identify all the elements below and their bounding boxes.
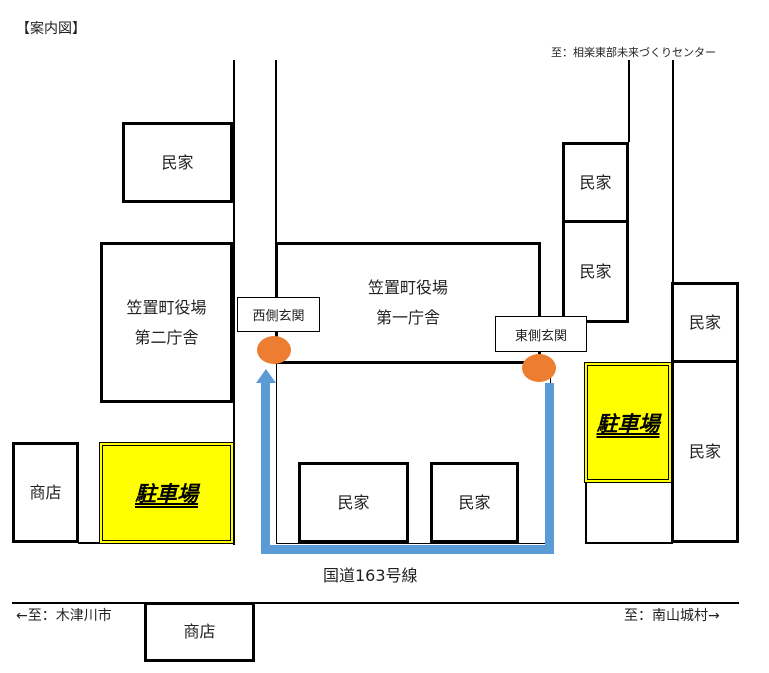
road-label: 国道163号線 [323, 566, 418, 585]
second-office-building: 笠置町役場第二庁舎 [100, 242, 233, 403]
direction-right-label: 至：南山城村→ [624, 608, 720, 624]
street-line [672, 60, 674, 282]
map-title: 【案内図】 [16, 21, 86, 37]
house-label: 民家 [688, 312, 721, 332]
street-line [585, 542, 673, 544]
shop-label: 商店 [29, 482, 62, 502]
house-label: 民家 [688, 441, 721, 461]
main-office-label-2: 第一庁舎 [375, 308, 440, 327]
street-line [628, 60, 630, 142]
parking-lot-west: 駐車場 [99, 442, 234, 544]
shop: 商店 [144, 602, 255, 662]
shop: 商店 [12, 442, 79, 543]
east-entrance-label: 東側玄関 [495, 316, 587, 352]
house-label: 民家 [161, 152, 194, 172]
route-path [261, 382, 270, 554]
house: 民家 [298, 462, 409, 543]
street-line [78, 542, 100, 544]
second-office-label-2: 第二庁舎 [134, 327, 199, 347]
arrow-up-icon [256, 369, 276, 383]
parking-label: 駐車場 [135, 482, 198, 506]
house: 民家 [671, 360, 739, 543]
parking-lot-east: 駐車場 [584, 362, 672, 483]
street-line [585, 482, 587, 543]
house: 民家 [562, 142, 629, 223]
house: 民家 [671, 282, 739, 363]
route-path [261, 545, 554, 554]
direction-top-label: 至：相楽東部未来づくりセンター [551, 46, 716, 59]
street-line [275, 60, 277, 242]
house-label: 民家 [458, 492, 491, 512]
house: 民家 [562, 220, 629, 323]
national-road-line [12, 602, 739, 604]
house-label: 民家 [579, 172, 612, 192]
house-label: 民家 [337, 492, 370, 512]
route-path [545, 383, 554, 554]
direction-left-label: ←至：木津川市 [16, 608, 112, 624]
main-office-label-1: 笠置町役場 [367, 278, 448, 297]
west-entrance-label: 西側玄関 [237, 297, 320, 332]
shop-label: 商店 [183, 622, 216, 641]
street-line [233, 60, 235, 545]
second-office-label-1: 笠置町役場 [126, 297, 207, 317]
east-entrance-marker [522, 354, 556, 382]
parking-label: 駐車場 [596, 411, 660, 436]
house: 民家 [430, 462, 519, 543]
house: 民家 [122, 122, 233, 203]
west-entrance-marker [257, 336, 291, 364]
house-label: 民家 [579, 261, 612, 281]
